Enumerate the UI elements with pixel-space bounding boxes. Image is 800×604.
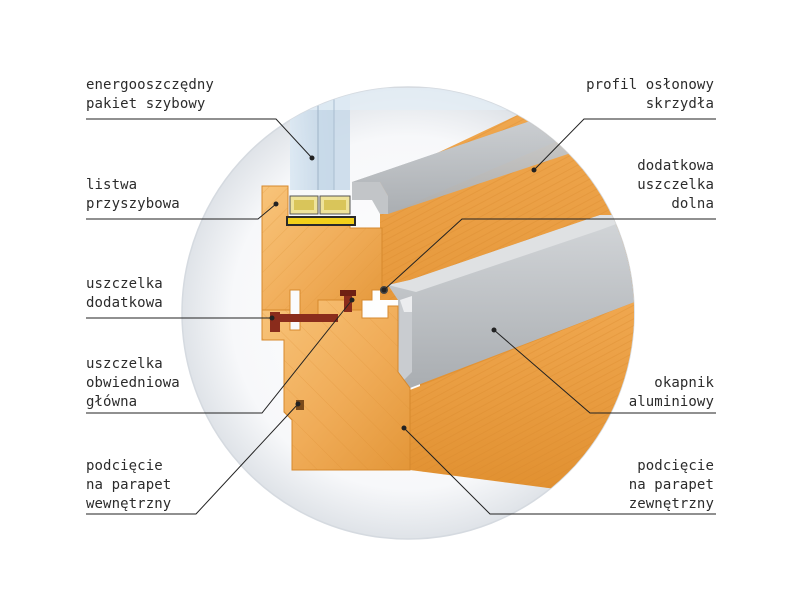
label-glazing-bead-line-1: listwa (86, 177, 138, 193)
leader-bottom-seal (383, 218, 716, 291)
label-outer-sill-cut: podcięcie na parapet zewnętrzny (629, 457, 714, 514)
label-energy-glass: energooszczędny pakiet szybowy (86, 76, 214, 114)
label-outer-sill-cut-line-1: podcięcie (637, 458, 714, 474)
leader-inner-sill (86, 403, 299, 515)
glass-spacer (289, 195, 351, 215)
label-sash-cover: profil osłonowy skrzydła (586, 76, 714, 114)
label-sash-cover-line-2: skrzydła (645, 96, 714, 112)
label-glazing-bead-line-2: przyszybowa (86, 196, 180, 212)
label-extra-seal: uszczelka dodatkowa (86, 275, 163, 313)
label-drip-cap-line-2: aluminiowy (628, 394, 714, 410)
label-main-seal-line-3: główna (86, 394, 138, 410)
leader-lines (86, 118, 716, 515)
label-main-seal-line-2: obwiedniowa (86, 375, 180, 391)
leader-outer-sill (403, 427, 716, 515)
frame-side-wood (410, 300, 634, 500)
label-bottom-seal-line-1: dodatkowa (637, 158, 714, 174)
leader-dots (269, 155, 537, 431)
label-inner-sill-cut-line-3: wewnętrzny (86, 496, 172, 512)
frame-section (261, 299, 411, 471)
label-drip-cap-line-1: okapnik (654, 375, 714, 391)
label-outer-sill-cut-line-2: na parapet (628, 477, 714, 493)
drip-cap-aluminium (388, 215, 634, 388)
label-bottom-seal: dodatkowa uszczelka dolna (637, 157, 714, 214)
label-extra-seal-line-1: uszczelka (86, 276, 163, 292)
label-energy-glass-line-2: pakiet szybowy (86, 96, 206, 112)
glazing-bead (286, 216, 356, 226)
label-inner-sill-cut: podcięcie na parapet wewnętrzny (86, 457, 171, 514)
label-main-seal: uszczelka obwiedniowa główna (86, 355, 180, 412)
label-glazing-bead: listwa przyszybowa (86, 176, 180, 214)
leader-main-seal (86, 299, 353, 414)
leader-energy-glass (86, 118, 313, 159)
main-seal (270, 312, 338, 332)
leader-glazing-bead (86, 203, 277, 220)
label-bottom-seal-line-3: dolna (671, 196, 714, 212)
extra-seal (340, 290, 356, 312)
label-extra-seal-line-2: dodatkowa (86, 295, 163, 311)
label-inner-sill-cut-line-1: podcięcie (86, 458, 163, 474)
label-sash-cover-line-1: profil osłonowy (586, 77, 714, 93)
label-bottom-seal-line-2: uszczelka (637, 177, 714, 193)
label-drip-cap: okapnik aluminiowy (629, 374, 714, 412)
leader-drip-cap (493, 329, 716, 414)
label-outer-sill-cut-line-3: zewnętrzny (628, 496, 714, 512)
label-inner-sill-cut-line-2: na parapet (86, 477, 172, 493)
leader-sash-cover (533, 118, 716, 171)
label-energy-glass-line-1: energooszczędny (86, 77, 214, 93)
label-main-seal-line-1: uszczelka (86, 356, 163, 372)
